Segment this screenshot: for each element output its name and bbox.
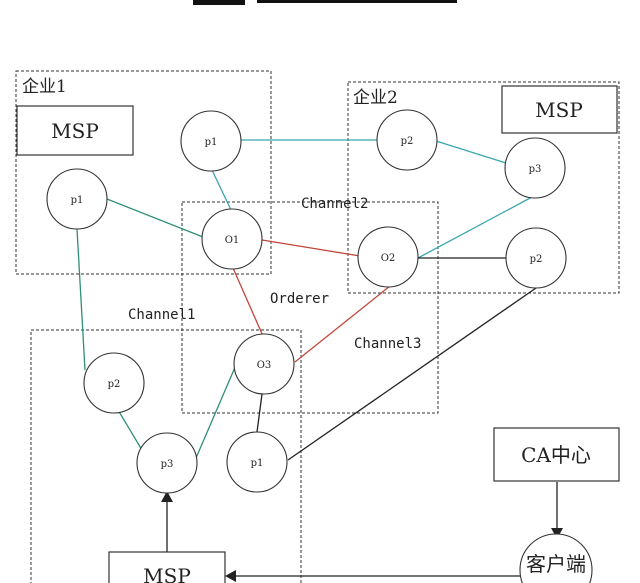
client-node <box>519 533 593 583</box>
ch1-p3-label: p3 <box>161 459 174 470</box>
ch1-p2-label: p2 <box>108 379 121 390</box>
channel12-label: Channel2 <box>301 196 368 212</box>
o1-label: O1 <box>225 235 240 246</box>
msp-org2-box <box>501 85 618 134</box>
org2-p2-node <box>376 109 438 171</box>
channel1-label: Channel1 <box>128 307 195 323</box>
edge-right-p2-ch1-p1 <box>287 287 537 461</box>
arrowhead-msp-p3 <box>161 491 173 502</box>
org1-p1-label: p1 <box>71 195 84 206</box>
edge-org2-p2-p3 <box>435 140 507 164</box>
orderer-label: Orderer <box>270 291 329 307</box>
channel13-label: Channel3 <box>354 336 421 352</box>
caption-banner <box>193 0 457 5</box>
ca-center-label: CA中心 <box>521 443 591 467</box>
msp-bottom-label: MSP <box>143 564 191 583</box>
edge-top-p1-o1 <box>211 169 232 211</box>
ch1-p1-node <box>226 431 288 493</box>
ch1-p2-node <box>83 352 145 414</box>
msp-bottom-box <box>108 551 226 583</box>
arrowhead-client-msp <box>225 570 236 582</box>
edge-org1-p1-o1 <box>106 198 204 238</box>
right-p2-node <box>505 227 567 289</box>
edge-o3-ch1-p1 <box>256 393 263 433</box>
right-p2-label: p2 <box>530 254 543 265</box>
edge-o1-o3 <box>232 267 264 337</box>
org2-label: 企业2 <box>353 88 398 108</box>
edge-p3-o3 <box>195 364 237 459</box>
channel12-zone <box>181 201 439 414</box>
edge-org1-p1-ch1-p2 <box>76 228 86 371</box>
o2-label: O2 <box>381 253 396 264</box>
edge-o1-o2 <box>261 239 361 257</box>
msp-org1-box <box>16 105 134 156</box>
top-p1-label: p1 <box>205 137 218 148</box>
ch1-p1-label: p1 <box>251 458 264 469</box>
o3-label: O3 <box>257 360 272 371</box>
edge-o2-o3 <box>294 285 391 363</box>
o1-node <box>201 208 263 270</box>
o3-node <box>233 333 295 395</box>
org1-zone <box>15 70 272 275</box>
edge-p3-o2 <box>417 196 533 259</box>
org2-p2-label: p2 <box>401 136 414 147</box>
channel1-zone <box>30 329 302 583</box>
ch1-p3-node <box>136 432 198 494</box>
top-p1-node <box>180 110 242 172</box>
org1-p1-node <box>46 168 108 230</box>
ca-center-box <box>493 427 620 482</box>
org2-zone <box>347 81 620 294</box>
msp-org1-label: MSP <box>51 119 99 143</box>
org1-label: 企业1 <box>22 77 67 97</box>
org2-p3-node <box>504 137 566 199</box>
msp-org2-label: MSP <box>535 98 583 122</box>
o2-node <box>357 226 419 288</box>
client-label: 客户端 <box>526 552 586 576</box>
org2-p3-label: p3 <box>529 164 542 175</box>
